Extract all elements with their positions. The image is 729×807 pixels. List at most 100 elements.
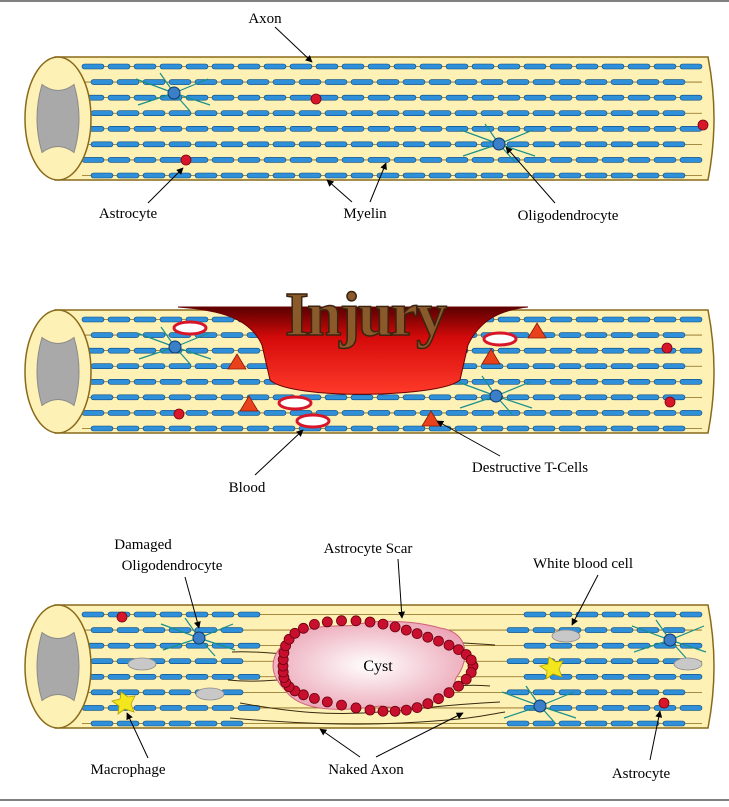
myelin-segment (663, 364, 685, 369)
oligodendrocyte-cell (490, 390, 502, 402)
myelin-segment (91, 628, 113, 633)
myelin-segment (117, 628, 139, 633)
label-astrocyte-scar-panel: Astrocyte (612, 766, 671, 782)
myelin-segment (576, 379, 598, 384)
myelin-segment (143, 690, 165, 695)
astrocyte-scar-bead (434, 694, 444, 704)
myelin-segment (498, 379, 520, 384)
myelin-segment (585, 659, 607, 664)
damaged-oligodendrocyte-cell (193, 632, 205, 644)
myelin-segment (455, 111, 477, 116)
myelin-segment (576, 643, 598, 648)
myelin-segment (117, 111, 139, 116)
myelin-segment (472, 379, 494, 384)
astrocyte-scar-bead (351, 703, 361, 713)
myelin-segment (290, 95, 312, 100)
myelin-segment (169, 173, 191, 178)
myelin-segment (160, 612, 182, 617)
myelin-segment (212, 348, 234, 353)
astrocyte-scar-bead (401, 705, 411, 715)
myelin-segment (221, 173, 243, 178)
myelin-segment (628, 64, 650, 69)
myelin-segment (524, 126, 546, 131)
myelin-segment (507, 80, 529, 85)
myelin-segment (524, 95, 546, 100)
myelin-segment (498, 317, 520, 322)
myelin-segment (134, 643, 156, 648)
myelin-segment (524, 674, 546, 679)
myelin-segment (316, 157, 338, 162)
myelin-segment (143, 111, 165, 116)
myelin-segment (559, 426, 581, 431)
astrocyte-scar-bead (337, 700, 347, 710)
myelin-segment (377, 80, 399, 85)
myelin-segment (472, 157, 494, 162)
label-blood: Blood (229, 480, 266, 496)
myelin-segment (637, 659, 659, 664)
myelin-segment (585, 111, 607, 116)
myelin-segment (585, 173, 607, 178)
myelin-segment (325, 80, 347, 85)
grey-matter (37, 85, 79, 153)
myelin-segment (160, 157, 182, 162)
myelin-segment (299, 80, 321, 85)
myelin-segment (637, 333, 659, 338)
myelin-segment (602, 95, 624, 100)
myelin-segment (160, 64, 182, 69)
myelin-segment (134, 64, 156, 69)
myelin-segment (663, 111, 685, 116)
myelin-segment (342, 410, 364, 415)
myelin-segment (108, 348, 130, 353)
myelin-segment (585, 721, 607, 726)
myelin-segment (654, 410, 676, 415)
myelin-segment (108, 126, 130, 131)
myelin-segment (377, 426, 399, 431)
myelin-segment (550, 317, 572, 322)
myelin-segment (325, 173, 347, 178)
myelin-segment (186, 705, 208, 710)
myelin-segment (576, 705, 598, 710)
red-blood-cell (297, 415, 329, 427)
myelin-segment (195, 111, 217, 116)
myelin-segment (117, 395, 139, 400)
myelin-segment (481, 80, 503, 85)
myelin-segment (507, 426, 529, 431)
myelin-segment (559, 721, 581, 726)
label-astrocyte-normal: Astrocyte (99, 206, 158, 222)
myelin-segment (394, 95, 416, 100)
myelin-segment (195, 142, 217, 147)
label-destructive-tcells: Destructive T-Cells (472, 460, 588, 476)
myelin-segment (325, 142, 347, 147)
blood-cell (181, 155, 191, 165)
label-damaged-line2: Oligodendrocyte (122, 558, 223, 574)
panel-injury: Injury Blood Destructive T-Cells (25, 281, 714, 496)
astrocyte-scar-bead (434, 636, 444, 646)
myelin-segment (585, 395, 607, 400)
myelin-segment (91, 690, 113, 695)
astrocyte-scar-bead (351, 616, 361, 626)
myelin-segment (212, 379, 234, 384)
myelin-segment (82, 410, 104, 415)
myelin-segment (637, 395, 659, 400)
myelin-segment (576, 317, 598, 322)
myelin-segment (212, 674, 234, 679)
myelin-segment (663, 690, 685, 695)
myelin-segment (221, 659, 243, 664)
myelin-segment (420, 157, 442, 162)
myelin-segment (611, 690, 633, 695)
myelin-segment (637, 142, 659, 147)
myelin-segment (169, 395, 191, 400)
myelin-segment (368, 95, 390, 100)
myelin-segment (342, 157, 364, 162)
astrocyte-scar-bead (454, 681, 464, 691)
myelin-segment (420, 95, 442, 100)
myelin-segment (559, 395, 581, 400)
myelin-segment (559, 80, 581, 85)
astrocyte-scar-bead (401, 625, 411, 635)
myelin-segment (108, 95, 130, 100)
myelin-segment (628, 126, 650, 131)
myelin-segment (299, 173, 321, 178)
astrocyte-scar-bead (309, 693, 319, 703)
pointer-naked-axon-1 (320, 729, 360, 757)
